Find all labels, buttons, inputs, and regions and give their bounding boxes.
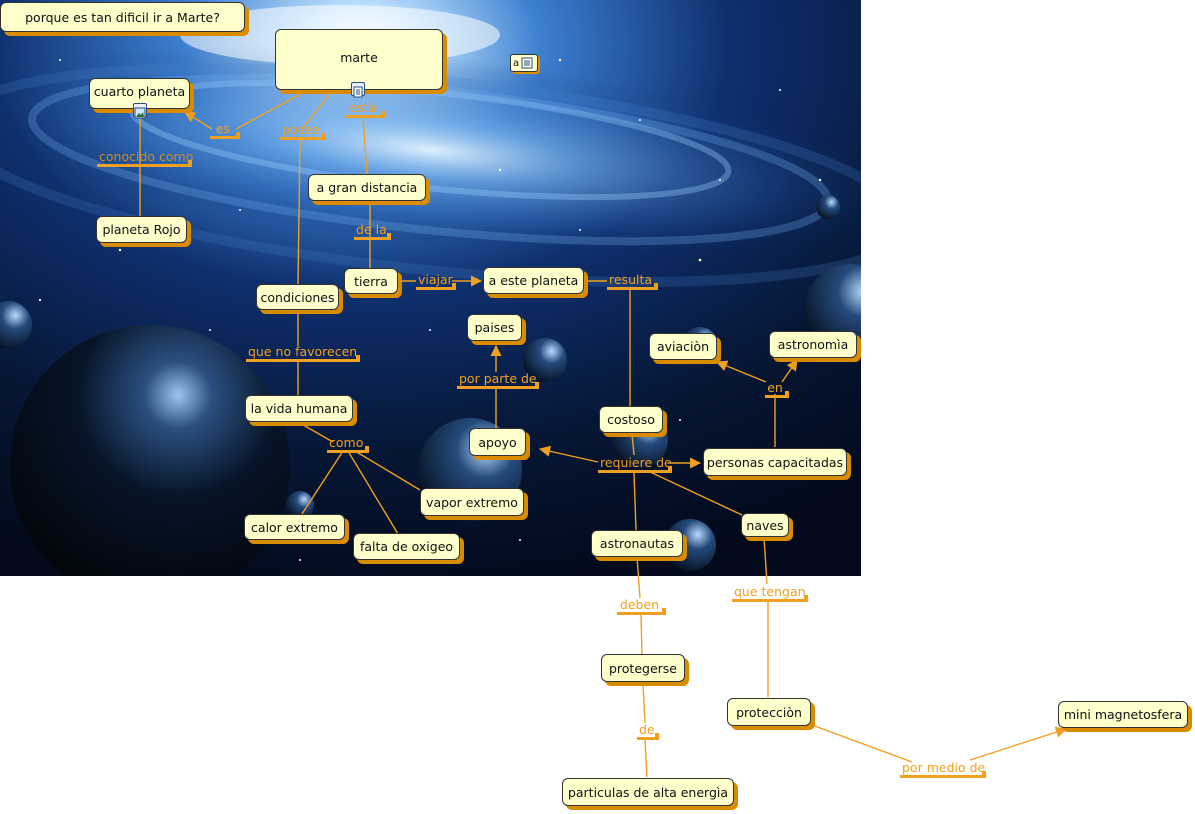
node-astronomia[interactable]: astronomìa (769, 331, 857, 358)
node-cuarto-planeta-label: cuarto planeta (93, 84, 186, 99)
node-falta-oxigeo-label: falta de oxigeo (359, 539, 454, 554)
node-astronautas[interactable]: astronautas (591, 530, 683, 557)
node-personas-capacitadas[interactable]: personas capacitadas (703, 448, 847, 476)
link-que-no-favorecen[interactable]: que no favorecen (246, 344, 360, 362)
node-paises[interactable]: paises (467, 314, 522, 341)
document-icon[interactable] (351, 82, 365, 98)
link-resulta[interactable]: resulta (607, 272, 658, 290)
node-proteccion[interactable]: protecciòn (727, 698, 811, 726)
link-de[interactable]: de (637, 722, 659, 740)
link-conocido-como[interactable]: conocido como (97, 149, 193, 167)
node-calor-extremo-label: calor extremo (251, 519, 338, 535)
node-protegerse[interactable]: protegerse (601, 654, 685, 682)
link-que-tengan[interactable]: que tengan (732, 584, 808, 602)
node-planeta-rojo[interactable]: planeta Rojo (96, 216, 187, 243)
image-icon[interactable] (133, 103, 147, 119)
node-marte-label: marte (340, 50, 378, 65)
map-title: porque es tan dificil ir a Marte? (0, 2, 245, 32)
node-naves-label: naves (746, 517, 784, 533)
node-astronomia-label: astronomìa (777, 337, 849, 352)
node-planeta-rojo-label: planeta Rojo (102, 222, 181, 237)
node-este-planeta[interactable]: a este planeta (483, 267, 584, 294)
node-aviacion-label: aviaciòn (656, 339, 710, 354)
node-protegerse-label: protegerse (608, 660, 677, 676)
node-vida-humana[interactable]: la vida humana (245, 395, 353, 422)
node-proteccion-label: protecciòn (736, 704, 802, 720)
node-cuarto-planeta[interactable]: cuarto planeta (89, 78, 190, 109)
link-esta[interactable]: està (345, 100, 385, 118)
node-costoso-label: costoso (607, 412, 655, 427)
node-costoso[interactable]: costoso (599, 406, 663, 433)
space-background-image (0, 0, 861, 576)
link-como[interactable]: como (327, 435, 369, 453)
node-calor-extremo[interactable]: calor extremo (244, 514, 345, 540)
node-mini-magnetosfera[interactable]: mini magnetosfera (1058, 701, 1188, 728)
map-title-text: porque es tan dificil ir a Marte? (25, 9, 220, 25)
node-mini-magnetosfera-label: mini magnetosfera (1063, 707, 1183, 722)
link-posee[interactable]: posee (280, 122, 326, 140)
link-es[interactable]: es (210, 121, 240, 139)
link-por-medio-de[interactable]: por medio de (900, 760, 986, 778)
node-particulas-label: particulas de alta energìa (567, 784, 729, 800)
svg-text:a: a (513, 58, 519, 69)
node-tierra-label: tierra (354, 273, 388, 289)
node-paises-label: paises (474, 320, 515, 335)
node-personas-capacitadas-label: personas capacitadas (706, 454, 844, 470)
node-apoyo-label: apoyo (478, 434, 517, 450)
node-condiciones[interactable]: condiciones (256, 284, 339, 310)
node-falta-oxigeo[interactable]: falta de oxigeo (353, 533, 460, 560)
node-naves[interactable]: naves (741, 513, 789, 537)
link-requiere-de[interactable]: requiere de (598, 455, 672, 473)
node-apoyo[interactable]: apoyo (469, 428, 526, 456)
link-viajar[interactable]: viajar (416, 272, 456, 290)
node-gran-distancia-label: a gran distancia (316, 180, 418, 195)
node-condiciones-label: condiciones (260, 289, 335, 305)
link-de-la[interactable]: de la (354, 222, 391, 240)
link-por-parte-de[interactable]: por parte de (457, 371, 539, 389)
space-illustration (0, 0, 861, 576)
node-particulas[interactable]: particulas de alta energìa (562, 778, 734, 806)
node-vida-humana-label: la vida humana (250, 401, 348, 416)
node-tierra[interactable]: tierra (344, 268, 398, 294)
node-vapor-extremo-label: vapor extremo (426, 494, 518, 510)
node-astronautas-label: astronautas (599, 536, 675, 551)
node-este-planeta-label: a este planeta (488, 273, 579, 288)
link-en[interactable]: en (765, 380, 789, 398)
node-vapor-extremo[interactable]: vapor extremo (420, 488, 524, 516)
node-gran-distancia[interactable]: a gran distancia (308, 174, 426, 201)
link-deben[interactable]: deben (617, 597, 666, 615)
node-aviacion[interactable]: aviaciòn (649, 333, 717, 360)
node-marte[interactable]: marte (275, 29, 443, 90)
text-note-icon[interactable]: a (510, 54, 538, 72)
